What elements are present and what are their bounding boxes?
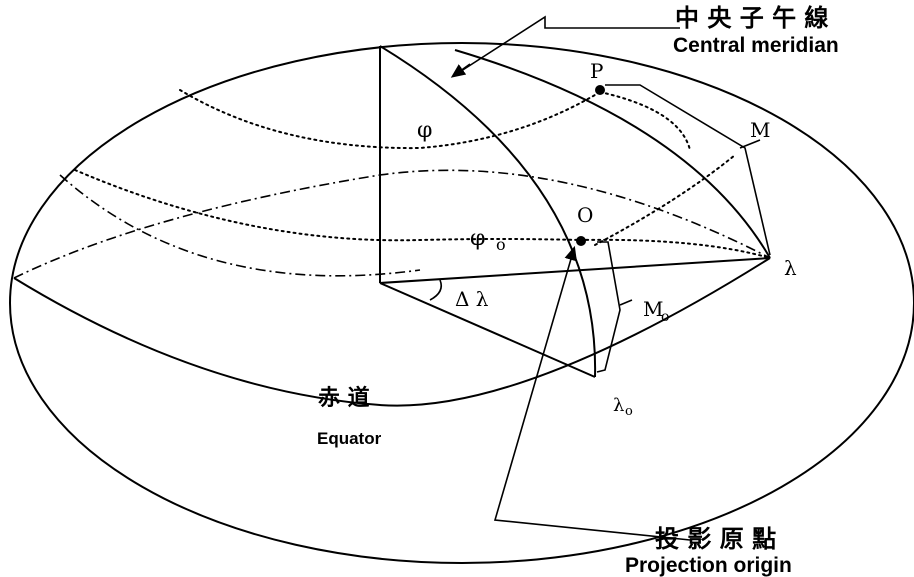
projection-origin-en-label: Projection origin <box>625 554 792 577</box>
delta-lambda-arc <box>429 279 443 301</box>
phi-o-subscript: o <box>496 235 506 254</box>
phi-o-label: φ <box>470 226 485 251</box>
m-o-subscript: o <box>661 309 669 325</box>
central-meridian-zh-label: 中 央 子 午 線 <box>675 4 828 32</box>
equator-zh-label: 赤 道 <box>318 385 370 411</box>
ellipsoid-outline <box>9 42 914 564</box>
equator-en-label: Equator <box>317 429 382 448</box>
projection-origin-zh-label: 投 影 原 點 <box>655 525 776 553</box>
central-meridian-en-label: Central meridian <box>673 34 839 57</box>
m-o-label: M <box>643 297 663 321</box>
projection-origin-leader <box>493 245 691 541</box>
radius-to-lambda-o <box>379 282 596 378</box>
lambda-o-subscript: o <box>625 404 633 419</box>
m-bracket-tick <box>739 139 761 149</box>
parallel-phio-dotted-right <box>579 238 771 259</box>
point-p-label: P <box>590 59 603 83</box>
central-meridian-leader <box>454 15 680 76</box>
parallel-phio-dotted <box>74 169 581 242</box>
radius-to-lambda <box>379 257 771 284</box>
point-p-marker <box>595 85 605 95</box>
parallel-phio-upper <box>594 154 736 246</box>
central-meridian-arrow <box>450 63 471 78</box>
outer-meridian-curve <box>454 49 771 259</box>
lambda-o-label: λ <box>613 395 624 416</box>
m-bracket <box>605 84 771 256</box>
arc-m-label: M <box>750 118 770 142</box>
parallel-phi-dotted <box>179 89 601 150</box>
phi-label: φ <box>417 118 432 143</box>
central-meridian-curve <box>379 45 597 378</box>
mo-bracket <box>596 241 621 373</box>
lambda-label: λ <box>784 256 797 280</box>
point-o-label: O <box>577 203 593 227</box>
equator-curve <box>13 257 771 407</box>
point-o-marker <box>576 236 586 246</box>
back-arc-left <box>59 174 421 277</box>
delta-lambda-label: Δ λ <box>455 287 489 311</box>
parallel-phi-dotted-right <box>599 91 691 151</box>
mo-bracket-tick <box>619 299 633 306</box>
